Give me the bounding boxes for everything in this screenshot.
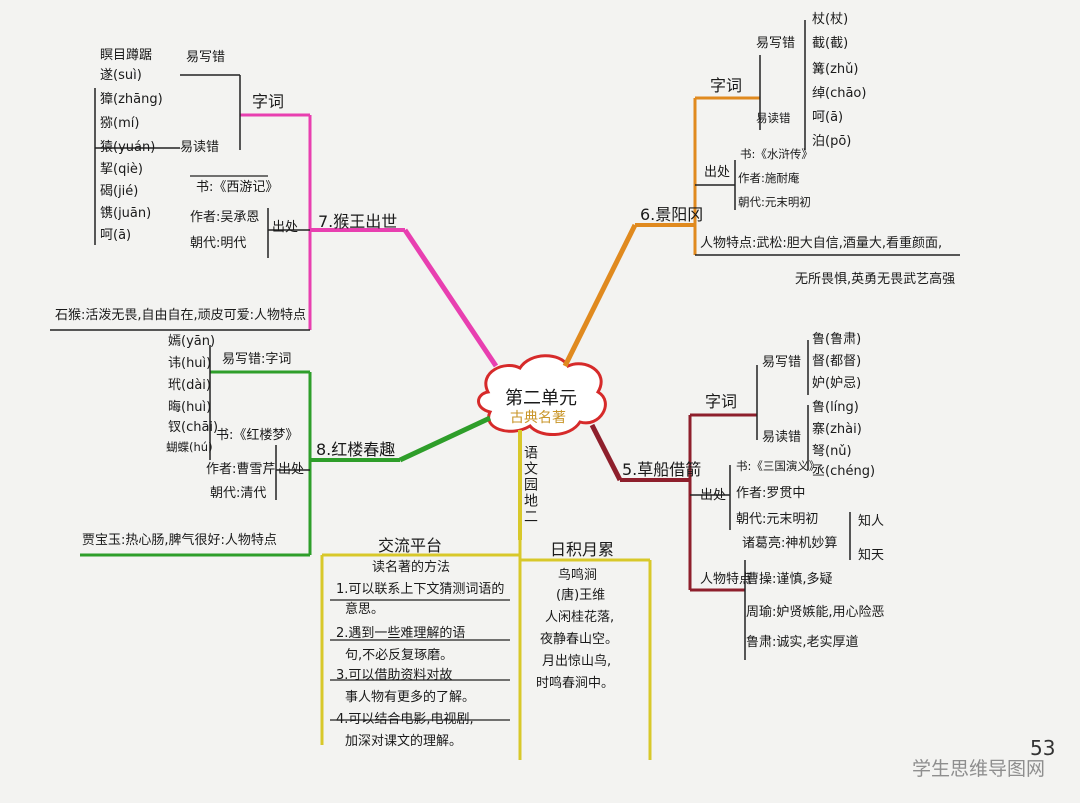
- b7-src-dynasty: 朝代:明代: [190, 236, 247, 251]
- jiaoliu-item-5: 事人物有更多的了解。: [345, 690, 476, 705]
- b7-yixie: 易写错: [186, 50, 226, 65]
- b5-write-0: 鲁(鲁肃): [812, 332, 862, 347]
- rijilei-label: 日积月累: [550, 540, 615, 559]
- poem-line-0: 人闲桂花落,: [545, 610, 615, 625]
- b8-zici: 易写错:字词: [222, 352, 292, 367]
- b5-zici: 字词: [705, 392, 738, 411]
- b6-yixie: 易写错: [756, 36, 796, 51]
- b8-read-2: 玳(dài): [168, 378, 211, 393]
- b5-zhuge-side-1: 知天: [858, 548, 885, 563]
- b5-yixie: 易写错: [762, 355, 802, 370]
- lesson-6-label: 6.景阳冈: [640, 205, 704, 224]
- b7-read-4: 挈(qiè): [100, 162, 144, 177]
- b6-read-0: 篝(zhǔ): [812, 62, 859, 77]
- jiaoliu-item-0: 1.可以联系上下文猜测词语的: [336, 582, 505, 597]
- b5-src-dynasty: 朝代:元末明初: [736, 512, 819, 527]
- b6-write-0: 杖(杖): [812, 12, 849, 27]
- jiaoliu-label: 交流平台: [378, 536, 443, 555]
- b8-src-author: 作者:曹雪芹: [206, 462, 276, 477]
- lesson-8-label: 8.红楼春趣: [316, 440, 396, 459]
- b5-trait-1: 周瑜:妒贤嫉能,用心险恶: [746, 605, 885, 620]
- b8-read-1: 讳(huì): [168, 356, 212, 371]
- b8-read-0: 嫣(yān): [168, 334, 216, 349]
- b8-read-4: 钗(chāi): [168, 420, 219, 435]
- b5-read-2: 弩(nǔ): [812, 444, 852, 459]
- b6-src-author: 作者:施耐庵: [738, 171, 800, 185]
- b5-trait-0: 曹操:谨慎,多疑: [746, 572, 833, 587]
- b6-zici: 字词: [710, 76, 743, 95]
- b5-read-1: 寨(zhài): [812, 422, 862, 437]
- b7-zici: 字词: [252, 92, 285, 111]
- poem-title: 鸟鸣涧: [558, 568, 598, 583]
- b8-read-5: 蝴蝶(hú): [166, 440, 213, 454]
- b7-read-3: 猿(yuán): [100, 140, 156, 155]
- b5-src-author: 作者:罗贯中: [736, 486, 806, 501]
- poem-line-1: 夜静春山空。: [540, 632, 619, 647]
- b8-read-3: 晦(huì): [168, 400, 212, 415]
- center-subtitle: 古典名著: [510, 410, 566, 426]
- yuandi-label: 语文园地二: [522, 445, 538, 525]
- center-title: 第二单元: [505, 388, 577, 409]
- b5-zhuge-side-0: 知人: [858, 514, 885, 529]
- jiaoliu-sub: 读名著的方法: [372, 560, 451, 575]
- b7-read-2: 猕(mí): [100, 116, 140, 131]
- b7-trait: 石猴:活泼无畏,自由自在,顽皮可爱:人物特点: [55, 308, 307, 323]
- b7-read-5: 碣(jié): [100, 184, 139, 199]
- b7-chuchu: 出处: [272, 220, 299, 235]
- b7-src-author: 作者:吴承恩: [190, 210, 260, 225]
- jiaoliu-item-1: 意思。: [345, 602, 385, 617]
- b6-write-1: 截(截): [812, 36, 849, 51]
- b5-read-3: 丞(chéng): [812, 464, 876, 479]
- b7-read-6: 镌(juān): [100, 206, 152, 221]
- b5-write-2: 妒(妒忌): [812, 376, 862, 391]
- b6-trait-1: 人物特点:武松:胆大自信,酒量大,看重颜面,: [700, 236, 943, 251]
- b6-yidu: 易读错: [756, 111, 791, 125]
- poem-line-3: 时鸣春涧中。: [536, 676, 615, 691]
- lesson-7-label: 7.猴王出世: [318, 212, 398, 231]
- b8-src-dynasty: 朝代:清代: [210, 486, 267, 501]
- b6-read-1: 绰(chāo): [812, 86, 867, 101]
- b7-read-7: 呵(ā): [100, 228, 132, 243]
- jiaoliu-item-3: 句,不必反复琢磨。: [345, 648, 454, 663]
- b7-src-book: 书:《西游记》: [196, 180, 279, 195]
- b5-zhuge: 诸葛亮:神机妙算: [742, 536, 838, 551]
- b6-read-3: 泊(pō): [812, 134, 852, 149]
- b8-chuchu: 出处: [278, 462, 305, 477]
- b7-yidu: 易读错: [180, 140, 220, 155]
- b5-trait-label: 人物特点: [700, 572, 753, 587]
- b5-read-0: 鲁(líng): [812, 400, 859, 415]
- b6-chuchu: 出处: [704, 165, 731, 180]
- page-number: 53: [1030, 736, 1056, 760]
- b7-yixie-word: 瞑目蹲踞: [100, 48, 153, 63]
- b5-chuchu: 出处: [700, 488, 727, 503]
- b6-src-book: 书:《水浒传》: [740, 147, 813, 161]
- b5-yidu: 易读错: [762, 430, 802, 445]
- jiaoliu-item-2: 2.遇到一些难理解的语: [336, 626, 466, 641]
- poem-author: (唐)王维: [556, 588, 606, 603]
- b8-trait: 贾宝玉:热心肠,脾气很好:人物特点: [82, 533, 277, 548]
- b7-read-0: 遂(suì): [100, 68, 142, 83]
- watermark: 学生思维导图网: [912, 758, 1046, 780]
- b8-src-book: 书:《红楼梦》: [216, 428, 299, 443]
- jiaoliu-item-6: 4.可以结合电影,电视剧,: [336, 712, 474, 727]
- jiaoliu-item-4: 3.可以借助资料对故: [336, 668, 453, 683]
- lesson-5-label: 5.草船借箭: [622, 460, 702, 479]
- b6-src-dynasty: 朝代:元末明初: [738, 195, 811, 209]
- b5-write-1: 督(都督): [812, 354, 862, 369]
- b6-read-2: 呵(ā): [812, 110, 844, 125]
- b7-read-1: 獐(zhāng): [100, 92, 163, 107]
- b5-trait-2: 鲁肃:诚实,老实厚道: [746, 635, 859, 650]
- poem-line-2: 月出惊山鸟,: [542, 654, 612, 669]
- b6-trait-2: 无所畏惧,英勇无畏武艺高强: [795, 272, 956, 287]
- b5-src-book: 书:《三国演义》: [736, 459, 821, 473]
- jiaoliu-item-7: 加深对课文的理解。: [345, 734, 463, 749]
